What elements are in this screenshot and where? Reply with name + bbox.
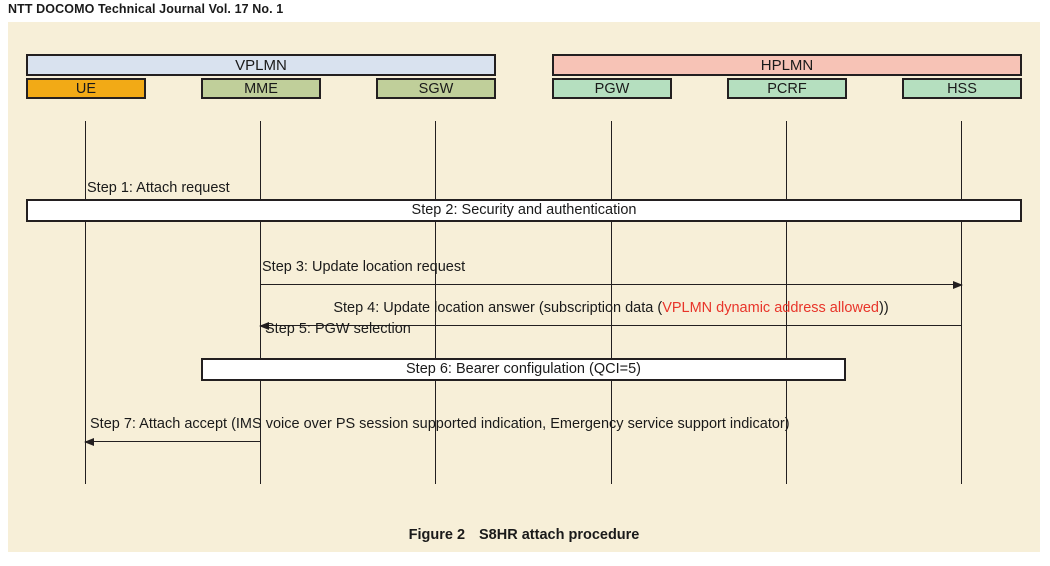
node-box-pcrf[interactable]: PCRF [727, 78, 847, 99]
lifeline-mme [260, 121, 261, 484]
node-box-ue[interactable]: UE [26, 78, 146, 99]
step7-arrow-line [85, 441, 261, 442]
step5-note: Step 5: PGW selection [265, 321, 411, 337]
step7-arrow: Step 7: Attach accept (IMS voice over PS… [84, 408, 790, 446]
node-box-hss[interactable]: HSS [902, 78, 1022, 99]
step4-label: Step 4: Update location answer (subscrip… [260, 300, 962, 317]
group-bar-hplmn: HPLMN [552, 54, 1022, 76]
lifeline-sgw [435, 121, 436, 484]
step3-arrow: Step 3: Update location request [260, 251, 963, 289]
lifeline-hss [961, 121, 962, 484]
figure-caption-number: Figure 2 [408, 527, 466, 543]
step6-box: Step 6: Bearer configulation (QCI=5) [201, 358, 846, 381]
step1-label: Step 1: Attach request [87, 180, 230, 196]
figure-caption: Figure 2 S8HR attach procedure [8, 527, 1040, 543]
step3-label: Step 3: Update location request [262, 259, 466, 275]
step4-label-prefix: Step 4: Update location answer (subscrip… [333, 300, 663, 316]
lifeline-pgw [611, 121, 612, 484]
step7-label: Step 7: Attach accept (IMS voice over PS… [90, 416, 790, 432]
journal-header: NTT DOCOMO Technical Journal Vol. 17 No.… [8, 2, 284, 16]
node-box-mme[interactable]: MME [201, 78, 321, 99]
step4-label-suffix: )) [878, 300, 889, 316]
step3-arrow-head-icon [953, 281, 963, 289]
lifeline-ue [85, 121, 86, 484]
lifeline-pcrf [786, 121, 787, 484]
node-box-pgw[interactable]: PGW [552, 78, 672, 99]
node-box-sgw[interactable]: SGW [376, 78, 496, 99]
step3-arrow-line [260, 284, 962, 285]
group-bar-vplmn: VPLMN [26, 54, 496, 76]
figure-caption-title: S8HR attach procedure [479, 527, 640, 543]
step4-arrow-line [260, 325, 962, 326]
step2-box: Step 2: Security and authentication [26, 199, 1022, 222]
step4-label-highlight: VPLMN dynamic address allowed [662, 300, 879, 316]
step4-arrow: Step 4: Update location answer (subscrip… [259, 292, 962, 330]
figure-canvas: VPLMN HPLMN UE MME SGW PGW PCRF HSS Step… [8, 22, 1040, 552]
step7-arrow-head-icon [84, 438, 94, 446]
step4-arrow-head-icon [259, 322, 269, 330]
